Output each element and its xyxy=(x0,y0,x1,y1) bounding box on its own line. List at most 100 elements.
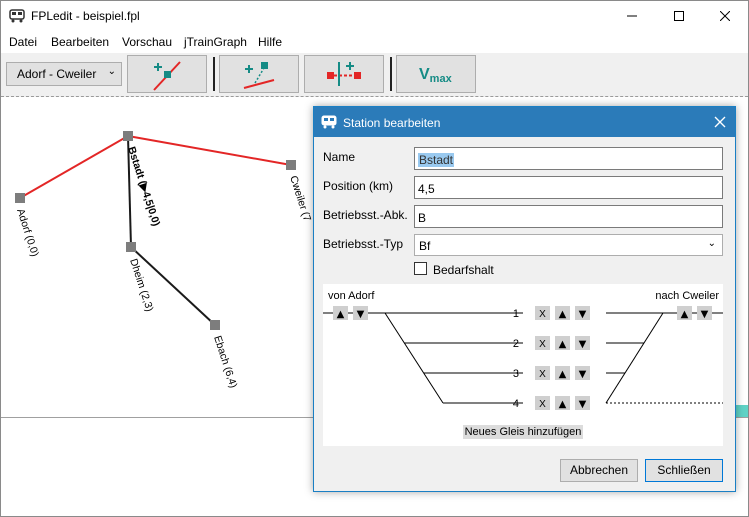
station-node-adorf[interactable] xyxy=(15,193,25,203)
toolbar-separator xyxy=(213,57,215,91)
track-up-glyph: ▲ xyxy=(559,339,567,350)
track-1-remove-button[interactable] xyxy=(535,306,550,320)
insert-station-icon xyxy=(327,62,361,86)
minimize-button[interactable] xyxy=(609,1,655,31)
vmax-button[interactable]: Vmax xyxy=(396,55,476,93)
close-icon[interactable] xyxy=(711,113,729,131)
window-title: FPLedit - beispiel.fpl xyxy=(31,9,140,23)
track-1-up-button[interactable] xyxy=(555,306,570,320)
track-remove-glyph: X xyxy=(539,399,546,410)
close-window-button[interactable] xyxy=(702,1,748,31)
track-4-down-button[interactable] xyxy=(575,396,590,410)
app-icon xyxy=(321,115,337,129)
close-icon xyxy=(720,11,730,21)
name-field[interactable]: Bstadt xyxy=(414,147,723,170)
from-up-button[interactable] xyxy=(333,306,348,320)
line-bstadt-dheim xyxy=(127,135,132,248)
track-diverge-left xyxy=(384,312,444,404)
track-up-glyph: ▲ xyxy=(559,309,567,320)
menu-hilfe[interactable]: Hilfe xyxy=(258,35,283,49)
track-remove-glyph: X xyxy=(539,369,546,380)
menu-jtraingraph[interactable]: jTrainGraph xyxy=(184,35,247,49)
maximize-icon xyxy=(674,11,684,21)
bedarfshalt-checkbox[interactable] xyxy=(414,262,427,275)
station-label-cweiler: Cweiler (7 xyxy=(287,174,313,223)
add-branch-icon xyxy=(243,62,275,89)
track-down-glyph: ▼ xyxy=(579,399,587,410)
route-select-value: Adorf - Cweiler xyxy=(17,67,97,81)
vmax-sub: max xyxy=(429,73,452,85)
vmax-v: V xyxy=(419,66,430,83)
side-tag xyxy=(734,405,748,417)
chevron-down-icon: ⌄ xyxy=(707,238,716,249)
track-down-glyph: ▼ xyxy=(579,339,587,350)
track-remove-glyph: X xyxy=(539,309,546,320)
track-3-remove-button[interactable] xyxy=(535,366,550,380)
from-label: von Adorf xyxy=(328,290,375,302)
track-3-up-button[interactable] xyxy=(555,366,570,380)
track-4-up-button[interactable] xyxy=(555,396,570,410)
track-remove-glyph: X xyxy=(539,339,546,350)
abbr-field[interactable]: B xyxy=(414,205,723,228)
station-edit-dialog: Station bearbeiten Name Bstadt Position … xyxy=(313,106,736,492)
add-station-button[interactable] xyxy=(127,55,207,93)
from-down-glyph: ▼ xyxy=(357,309,365,320)
track-editor: von Adorf nach Cweiler 1 2 3 4 ▲ xyxy=(323,284,723,446)
to-label: nach Cweiler xyxy=(655,290,719,302)
add-track-button[interactable]: Neues Gleis hinzufügen xyxy=(463,425,583,439)
close-button[interactable]: Schließen xyxy=(645,459,723,482)
abbr-value: B xyxy=(418,211,427,225)
station-node-bstadt[interactable] xyxy=(123,131,133,141)
add-station-icon xyxy=(153,61,181,91)
position-label: Position (km) xyxy=(323,179,394,193)
station-label-ebach: Ebach (6,4) xyxy=(211,334,239,389)
insert-station-button[interactable] xyxy=(304,55,384,93)
station-label-adorf: Adorf (0,0) xyxy=(14,207,41,258)
station-node-cweiler[interactable] xyxy=(286,160,296,170)
track-up-glyph: ▲ xyxy=(559,369,567,380)
menu-bearbeiten[interactable]: Bearbeiten xyxy=(51,35,110,49)
vmax-label: Vmax xyxy=(419,66,452,85)
track-2-remove-button[interactable] xyxy=(535,336,550,350)
network-graph[interactable]: Adorf (0,0) Bstadt (▶4,5|0,0) Cweiler (7… xyxy=(1,98,748,418)
add-branch-station-button[interactable] xyxy=(219,55,299,93)
track-down-glyph: ▼ xyxy=(579,369,587,380)
menu-bar: Datei Bearbeiten Vorschau jTrainGraph Hi… xyxy=(1,31,748,53)
position-value: 4,5 xyxy=(418,182,435,196)
minimize-icon xyxy=(627,15,637,17)
line-bstadt-cweiler xyxy=(127,135,292,166)
track-number: 4 xyxy=(513,398,519,410)
track-2-up-button[interactable] xyxy=(555,336,570,350)
route-select[interactable]: Adorf - Cweiler ⌄ xyxy=(6,62,122,86)
maximize-button[interactable] xyxy=(656,1,702,31)
track-2-down-button[interactable] xyxy=(575,336,590,350)
track-3-down-button[interactable] xyxy=(575,366,590,380)
line-adorf-bstadt xyxy=(19,135,129,199)
track-down-glyph: ▼ xyxy=(579,309,587,320)
type-select[interactable]: Bf ⌄ xyxy=(414,234,723,256)
menu-vorschau[interactable]: Vorschau xyxy=(122,35,173,49)
menu-datei[interactable]: Datei xyxy=(9,35,38,49)
from-down-button[interactable] xyxy=(353,306,368,320)
abbr-label: Betriebsst.-Abk. xyxy=(323,208,408,222)
track-number: 1 xyxy=(513,308,519,320)
toolbar-separator xyxy=(390,57,392,91)
bedarfshalt-label: Bedarfshalt xyxy=(433,263,494,277)
to-down-button[interactable] xyxy=(697,306,712,320)
dialog-title: Station bearbeiten xyxy=(343,116,441,130)
to-up-button[interactable] xyxy=(677,306,692,320)
toolbar: Adorf - Cweiler ⌄ xyxy=(1,53,748,97)
dialog-title-bar: Station bearbeiten xyxy=(314,107,735,137)
cancel-button[interactable]: Abbrechen xyxy=(560,459,638,482)
line-dheim-ebach xyxy=(130,246,216,326)
from-up-glyph: ▲ xyxy=(337,309,345,320)
to-up-glyph: ▲ xyxy=(681,309,689,320)
name-label: Name xyxy=(323,150,356,164)
track-1-down-button[interactable] xyxy=(575,306,590,320)
title-bar: FPLedit - beispiel.fpl xyxy=(1,1,748,31)
track-4-remove-button[interactable] xyxy=(535,396,550,410)
station-node-dheim[interactable] xyxy=(126,242,136,252)
app-icon xyxy=(9,9,25,23)
station-node-ebach[interactable] xyxy=(210,320,220,330)
position-field[interactable]: 4,5 xyxy=(414,176,723,199)
